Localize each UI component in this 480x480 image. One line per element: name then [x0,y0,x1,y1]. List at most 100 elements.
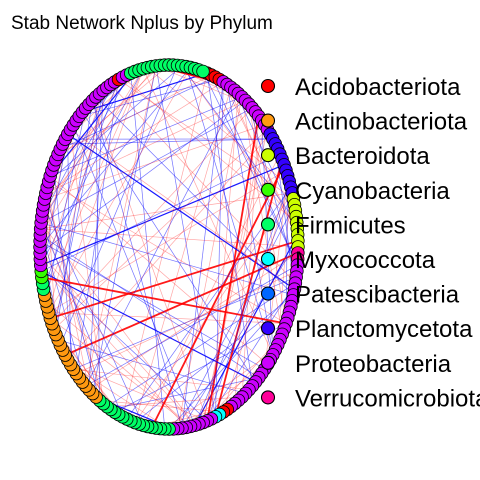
network-edge [202,71,298,266]
network-edge [53,129,268,330]
network-edge [147,67,292,188]
network-edge [62,138,273,145]
network-edge [45,100,246,194]
network-edge [194,192,293,426]
network-edge [58,339,246,394]
network-edge [46,187,90,390]
network-edge [122,73,208,417]
network-edge [76,270,298,374]
network-edge [48,87,108,313]
network-edge [40,270,256,383]
network-edge [53,164,74,370]
network-edge [134,192,293,423]
network-edge [82,72,208,113]
network-edge [67,133,295,290]
network-edge [40,222,124,418]
network-edge [202,129,268,423]
network-edge [48,67,191,313]
legend-key [260,286,276,301]
network-edge [110,84,296,284]
network-edge [40,192,293,230]
network-edge [48,65,183,182]
network-edge [134,294,294,423]
network-edge [277,187,292,345]
network-edge [130,73,166,429]
network-edge [41,276,287,325]
network-edge [43,204,144,426]
network-edge [40,265,208,422]
network-edge [40,234,259,378]
network-edge [155,65,216,417]
network-edge [118,79,294,200]
network-edge [44,124,265,200]
network-edge [85,93,239,387]
legend-label: Cyanobacteria [295,178,450,205]
network-edge [214,159,283,418]
network-edge [122,76,298,223]
network-edge [40,77,123,224]
network-edge [70,129,104,404]
network-edge [50,96,243,177]
legend-key [260,390,276,405]
network-edge [72,124,196,426]
network-edge [48,169,287,313]
network-edge [53,90,104,330]
network-edge [51,107,253,324]
legend: AcidobacteriotaActinobacteriotaBacteroid… [260,74,480,412]
network-edge [143,153,281,426]
legend-label: Myxococcota [295,247,436,274]
legend-key [260,355,276,370]
network-edge [41,153,281,272]
network-edge [40,228,299,248]
network-edge [39,240,265,370]
network-edge [40,68,144,266]
network-edge [110,377,259,410]
network-edge [241,96,283,335]
network-edge [181,65,298,229]
legend-label: Acidobacteriota [295,74,461,101]
network-edge [223,181,290,413]
legend-key [260,321,276,336]
legend-key [260,148,276,163]
network-edge [114,323,287,413]
network-edge [70,364,208,422]
network-edge [181,81,224,429]
network-edge [51,68,144,324]
legend-label: Proteobacteria [295,351,452,378]
network-edge [43,65,157,206]
network-edge [95,96,101,401]
network-edge [168,288,295,430]
network-edge [106,282,296,407]
legend-label: Bacteroidota [295,143,430,170]
network-edge [85,264,298,387]
network-edge [88,252,299,391]
network-edge [60,76,216,150]
network-edge [206,73,253,386]
network-edge [43,79,119,290]
network-edge [107,396,243,408]
network-edge [206,181,290,421]
network-edge [207,282,296,421]
network-edge [151,164,285,428]
legend-key [260,182,276,197]
network-edge [215,81,224,417]
legend-key [260,217,276,232]
network-edge [49,175,268,365]
network-edge [49,71,136,177]
legend-key [260,78,276,94]
legend-key [260,113,276,128]
network-edge [226,84,274,355]
network-edge [177,204,295,429]
network-edge [177,96,243,429]
network-edge [85,65,157,387]
network-edge [70,364,170,430]
network-edge [45,193,101,401]
network-edge [50,239,299,320]
network-edge [92,100,208,421]
network-edge [40,68,144,236]
network-edge [45,81,224,194]
network-edge [210,74,298,266]
legend-label: Verrucomicrobiota [295,385,480,412]
network-edge [39,67,191,248]
